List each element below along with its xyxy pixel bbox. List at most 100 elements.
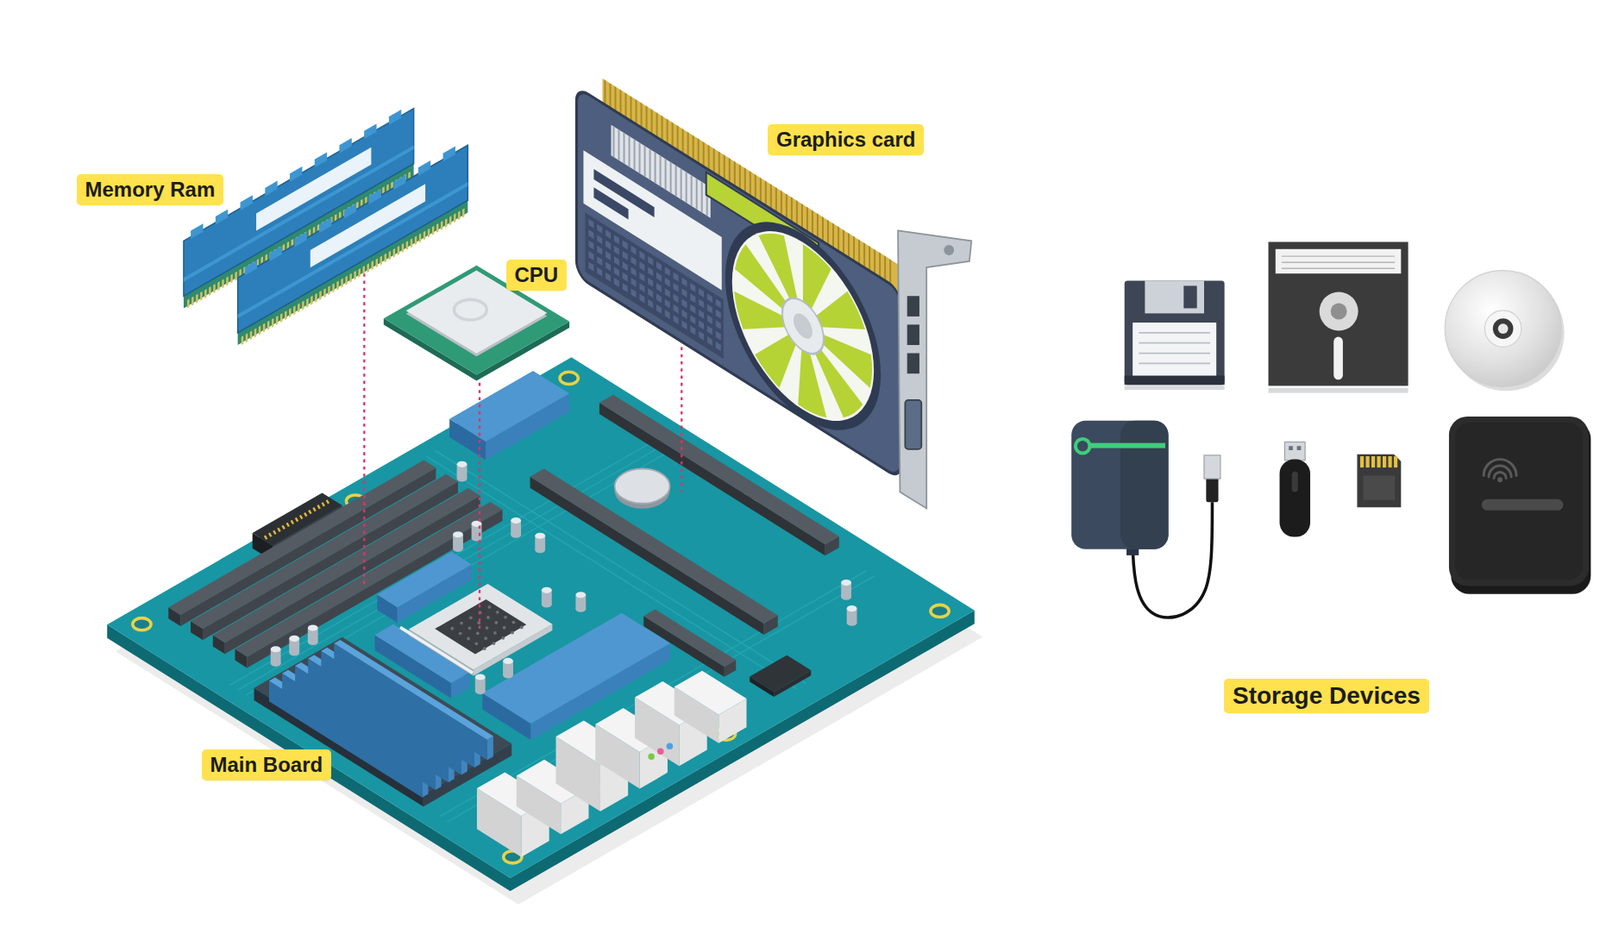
label-text: Graphics card	[776, 127, 916, 152]
io-port-top	[674, 671, 747, 716]
label-text: Memory Ram	[85, 177, 216, 202]
ram-pin	[195, 294, 198, 304]
ram-pin	[436, 223, 439, 233]
bracket-plate	[897, 230, 972, 509]
socket-pin	[502, 626, 507, 630]
ram-pin	[419, 233, 421, 244]
heatsink-fin-front	[487, 736, 494, 761]
socket-lever	[400, 627, 473, 673]
floppy-window	[1183, 285, 1197, 308]
ram-pin	[432, 225, 434, 236]
usb-contact	[1288, 445, 1293, 451]
gpu-grille-hole	[707, 325, 713, 335]
ram-pin	[376, 257, 378, 268]
ram-pin	[427, 228, 430, 239]
gpu-grille-hole	[588, 240, 594, 251]
ram-pin	[310, 295, 313, 306]
gpu-grille-hole	[614, 277, 620, 288]
floppy-label	[1132, 322, 1217, 378]
gpu-vent-line	[685, 171, 688, 204]
ram-pin	[267, 320, 270, 331]
gpu-vent-line	[665, 158, 667, 191]
gpu-grille-hole	[673, 314, 679, 325]
ram-pin	[440, 220, 443, 231]
ram-pin	[393, 248, 396, 258]
ram-tooth	[443, 146, 456, 163]
gpu-bracket	[897, 230, 972, 509]
socket-pin	[510, 631, 515, 635]
fan-disc	[732, 197, 874, 454]
gpu-vent-line	[628, 135, 631, 168]
ram-pin	[288, 307, 291, 318]
fan-hub-center	[793, 308, 813, 344]
gpu-grille-hole	[631, 277, 637, 288]
ram-pin	[254, 327, 257, 338]
wireless-drive-face	[1455, 422, 1583, 580]
gpu-grille-hole	[596, 256, 603, 266]
gpu-grille-hole	[690, 282, 696, 293]
ram-pin	[276, 315, 278, 326]
floppy-disk-large	[1268, 242, 1409, 387]
ram-pin	[458, 210, 460, 220]
capacitor-base	[307, 639, 319, 646]
ram-pin	[449, 215, 452, 226]
ram-pin	[314, 293, 317, 303]
external-hdd	[1071, 420, 1168, 550]
ram-pin	[323, 288, 326, 298]
capacitor-base	[502, 671, 514, 678]
gpu-grille-hole	[690, 304, 696, 314]
mounting-hole	[559, 371, 578, 384]
cpu-logo	[453, 299, 487, 320]
gpu-grille-hole	[707, 293, 713, 303]
gpu-grille-hole	[656, 304, 662, 314]
socket-pin	[468, 627, 472, 631]
gpu-grille-hole	[614, 267, 620, 277]
gpu-grille-hole	[698, 288, 704, 298]
gpu-vent-line	[613, 125, 615, 158]
gpu-grille-hole	[639, 250, 645, 261]
floppy-base	[1124, 376, 1225, 386]
heatsink-fin	[333, 640, 494, 760]
ram-pin	[384, 253, 387, 264]
capacitor-top	[475, 673, 486, 680]
video-port	[907, 295, 920, 317]
socket-pin	[483, 646, 487, 651]
capacitor-base	[457, 475, 468, 482]
gpu-grille-hole	[605, 240, 611, 251]
sd-contact	[1393, 456, 1398, 468]
gpu-grille-hole	[707, 314, 713, 325]
chipset	[749, 655, 811, 697]
hdd-stripe	[1083, 443, 1166, 449]
sd-contact	[1365, 456, 1369, 468]
gpu-grille-hole	[673, 304, 679, 314]
gpu-vent-line	[633, 138, 636, 171]
gpu-vent-line	[659, 155, 662, 188]
gpu-grille-hole	[605, 250, 611, 261]
gpu-grille-hole	[681, 320, 687, 330]
ram-tooth	[314, 152, 327, 169]
ram-pin	[306, 298, 308, 308]
socket-pin	[501, 636, 505, 640]
capacitor-base	[475, 688, 486, 695]
usb-stick-detail	[1292, 471, 1299, 493]
gpu-grille-hole	[673, 272, 679, 283]
label-tag: CPU	[506, 259, 568, 291]
ram-pin	[423, 231, 426, 241]
socket-pin	[503, 615, 508, 620]
usb-connector	[1204, 455, 1221, 479]
sd-label	[1363, 476, 1396, 501]
ram-pin	[357, 268, 360, 278]
gpu-grille-hole	[639, 261, 645, 271]
gpu-grille-hole	[665, 277, 671, 288]
capacitor-base	[270, 660, 282, 667]
gpu-grille-hole	[647, 299, 653, 309]
gpu-grille-hole	[614, 234, 620, 245]
ram-tooth	[393, 175, 406, 191]
ram-pin	[297, 303, 300, 314]
ram-pin	[414, 235, 417, 245]
chipset-top	[749, 655, 811, 692]
usb-contact	[1297, 445, 1302, 451]
gpu-grille-hole	[596, 267, 603, 277]
hdd-light	[1075, 439, 1091, 454]
gpu-grille-hole	[631, 288, 637, 298]
